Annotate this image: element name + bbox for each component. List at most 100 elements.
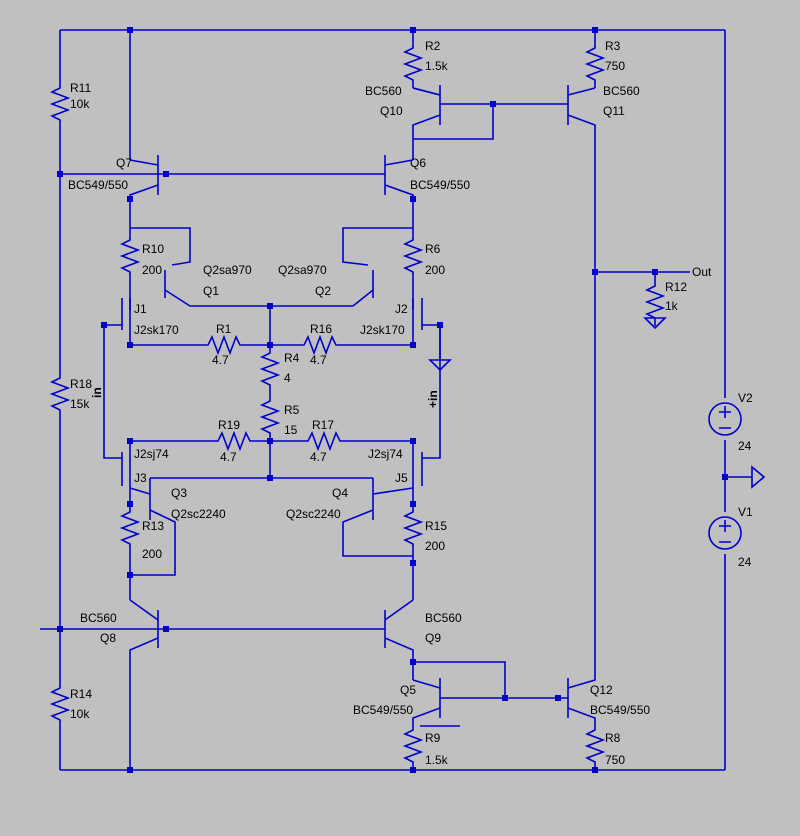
label-R9-ref: R9 xyxy=(425,731,441,745)
label-Q7-ref: Q7 xyxy=(116,156,132,170)
transistor-Q12 xyxy=(567,620,596,722)
label-Q9-value: BC560 xyxy=(425,611,462,625)
label-V1-value: 24 xyxy=(738,555,752,569)
label-R11-ref: R11 xyxy=(70,81,91,95)
label-R6-value: 200 xyxy=(425,263,445,277)
label-R18-ref: R18 xyxy=(70,377,92,391)
transistor-Q9 xyxy=(384,599,414,680)
label-J1-ref: J1 xyxy=(134,302,147,316)
transistor-Q4 xyxy=(342,478,414,557)
label-Q12-ref: Q12 xyxy=(590,683,613,697)
transistor-Q7 xyxy=(60,155,385,232)
voltage-source-V2 xyxy=(708,402,742,436)
label-R3-value: 750 xyxy=(605,59,625,73)
label-J3-ref: J3 xyxy=(134,471,147,485)
label-Q2-ref: Q2 xyxy=(315,284,331,298)
label-R13-ref: R13 xyxy=(142,519,164,533)
label-R12-value: 1k xyxy=(665,299,679,313)
label-R16-ref: R16 xyxy=(310,322,332,336)
label-V2-value: 24 xyxy=(738,439,752,453)
label-Q9-ref: Q9 xyxy=(425,631,441,645)
label-V1-ref: V1 xyxy=(738,505,753,519)
label-Q1-ref: Q1 xyxy=(203,284,219,298)
label-Q4-ref: Q4 xyxy=(332,486,348,500)
label-Q12-value: BC549/550 xyxy=(590,703,650,717)
resistor-R10 xyxy=(121,231,139,281)
resistor-R14 xyxy=(51,679,69,729)
label-R19-value: 4.7 xyxy=(220,450,237,464)
label-R4-value: 4 xyxy=(284,371,291,385)
ground-symbol-supply xyxy=(751,465,766,489)
resistor-R3 xyxy=(586,39,604,89)
label-J1-value: J2sk170 xyxy=(134,323,179,337)
label-R19-ref: R19 xyxy=(218,418,240,432)
rail-left xyxy=(40,30,61,770)
ground-symbol-out xyxy=(643,317,667,330)
label-R8-value: 750 xyxy=(605,753,625,767)
label-R17-value: 4.7 xyxy=(310,450,327,464)
label-Q1-value: Q2sa970 xyxy=(203,263,252,277)
label-J3-value: J2sj74 xyxy=(134,447,169,461)
label-Q8-value: BC560 xyxy=(80,611,117,625)
jfet-J2 xyxy=(412,298,441,459)
label-Q5-ref: Q5 xyxy=(400,683,416,697)
resistor-R5 xyxy=(261,392,279,442)
voltage-source-V1 xyxy=(708,516,742,550)
transistor-Q6 xyxy=(384,155,414,232)
rail-right xyxy=(724,30,752,770)
resistor-R11 xyxy=(51,79,69,129)
label-R1-value: 4.7 xyxy=(212,353,229,367)
transistor-Q10 xyxy=(412,85,494,160)
label-V2-ref: V2 xyxy=(738,391,753,405)
label-net-in-minus: in xyxy=(90,387,104,398)
jfet-J1 xyxy=(103,298,131,459)
ground-symbol-in xyxy=(428,359,452,372)
label-J2-value: J2sk170 xyxy=(360,323,405,337)
label-R15-ref: R15 xyxy=(425,519,447,533)
label-R13-value: 200 xyxy=(142,547,162,561)
jfet-J3 xyxy=(121,441,131,504)
label-Q11-value: BC560 xyxy=(603,84,640,98)
label-R8-ref: R8 xyxy=(605,731,621,745)
label-Q5-value: BC549/550 xyxy=(353,703,413,717)
label-R2-ref: R2 xyxy=(425,39,441,53)
resistor-R13 xyxy=(121,503,139,553)
label-R6-ref: R6 xyxy=(425,242,441,256)
transistor-Q11 xyxy=(493,85,596,620)
label-Q4-value: Q2sc2240 xyxy=(286,507,341,521)
label-Q3-value: Q2sc2240 xyxy=(171,507,226,521)
label-R16-value: 4.7 xyxy=(310,353,327,367)
label-R17-ref: R17 xyxy=(312,418,334,432)
label-Q7-value: BC549/550 xyxy=(68,178,128,192)
resistor-R19 xyxy=(209,432,259,450)
label-R5-ref: R5 xyxy=(284,403,300,417)
label-J5-value: J2sj74 xyxy=(368,447,403,461)
resistor-R6 xyxy=(404,231,422,281)
label-R10-value: 200 xyxy=(142,263,162,277)
label-R18-value: 15k xyxy=(70,397,90,411)
resistor-R16 xyxy=(295,336,345,354)
label-Q6-value: BC549/550 xyxy=(410,178,470,192)
label-Q10-value: BC560 xyxy=(365,84,402,98)
jfet-J5 xyxy=(412,441,423,504)
junction-dots xyxy=(57,27,728,773)
label-R9-value: 1.5k xyxy=(425,753,449,767)
label-J5-ref: J5 xyxy=(395,471,408,485)
label-R1-ref: R1 xyxy=(216,322,232,336)
label-Q2-value: Q2sa970 xyxy=(278,263,327,277)
label-R14-value: 10k xyxy=(70,707,90,721)
label-Q10-ref: Q10 xyxy=(380,104,403,118)
label-R12-ref: R12 xyxy=(665,280,687,294)
label-Q11-ref: Q11 xyxy=(603,104,625,118)
label-R2-value: 1.5k xyxy=(425,59,449,73)
transistor-Q3 xyxy=(129,478,176,576)
transistor-Q8 xyxy=(60,599,385,770)
resistor-R15 xyxy=(404,503,422,553)
label-Q3-ref: Q3 xyxy=(171,486,187,500)
label-R4-ref: R4 xyxy=(284,351,300,365)
label-net-in-plus: +in xyxy=(426,390,440,408)
resistor-R8 xyxy=(586,721,604,771)
transistor-Q5 xyxy=(412,678,568,727)
resistor-R9 xyxy=(404,721,422,771)
resistor-R4 xyxy=(261,344,279,394)
